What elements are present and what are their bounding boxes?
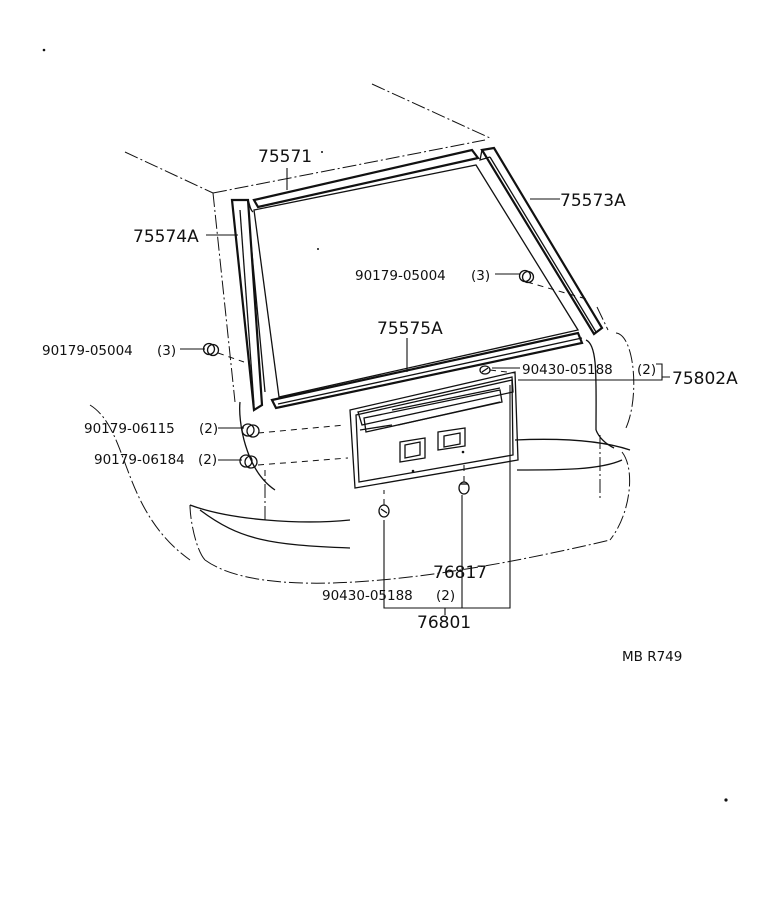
label-75573a: 75573A xyxy=(560,191,626,211)
label-75574a: 75574A xyxy=(133,227,199,247)
nut-icon-06115 xyxy=(241,423,260,438)
clip-icon-upper-right xyxy=(518,269,535,284)
label-75802a: 75802A xyxy=(672,369,738,389)
label-nut-06115-qty: (2) xyxy=(199,421,218,437)
label-76801: 76801 xyxy=(417,613,471,633)
label-screw-upper-right-qty: (2) xyxy=(637,362,656,378)
figure-code: MB R749 xyxy=(622,649,682,665)
screw-icon-upper-right xyxy=(479,365,491,375)
assembly-lines xyxy=(217,281,591,505)
back-window xyxy=(230,146,604,412)
callout-labels: 75571 75573A 75574A 75575A 75802A 76817 … xyxy=(42,147,738,665)
clip-icon-left xyxy=(202,342,220,357)
label-75575a: 75575A xyxy=(377,319,443,339)
rear-bumper xyxy=(189,339,631,549)
screw-icon-lower xyxy=(378,504,390,518)
label-screw-lower-qty: (2) xyxy=(436,588,455,604)
scan-specks xyxy=(42,48,728,802)
label-clip-upper-right-qty: (3) xyxy=(471,268,490,284)
label-nut-06115: 90179-06115 xyxy=(84,421,175,437)
nut-icon-06184 xyxy=(239,454,258,469)
vehicle-body-outline xyxy=(89,83,635,584)
label-nut-06184-qty: (2) xyxy=(198,452,217,468)
label-clip-left-qty: (3) xyxy=(157,343,176,359)
label-76817: 76817 xyxy=(433,563,487,583)
label-screw-upper-right: 90430-05188 xyxy=(522,362,613,378)
label-clip-left: 90179-05004 xyxy=(42,343,133,359)
leader-lines xyxy=(180,168,670,615)
label-75571: 75571 xyxy=(258,147,312,167)
label-screw-lower: 90430-05188 xyxy=(322,588,413,604)
label-clip-upper-right: 90179-05004 xyxy=(355,268,446,284)
license-garnish xyxy=(349,371,519,489)
label-nut-06184: 90179-06184 xyxy=(94,452,185,468)
grommet-icon-76817 xyxy=(458,481,470,495)
